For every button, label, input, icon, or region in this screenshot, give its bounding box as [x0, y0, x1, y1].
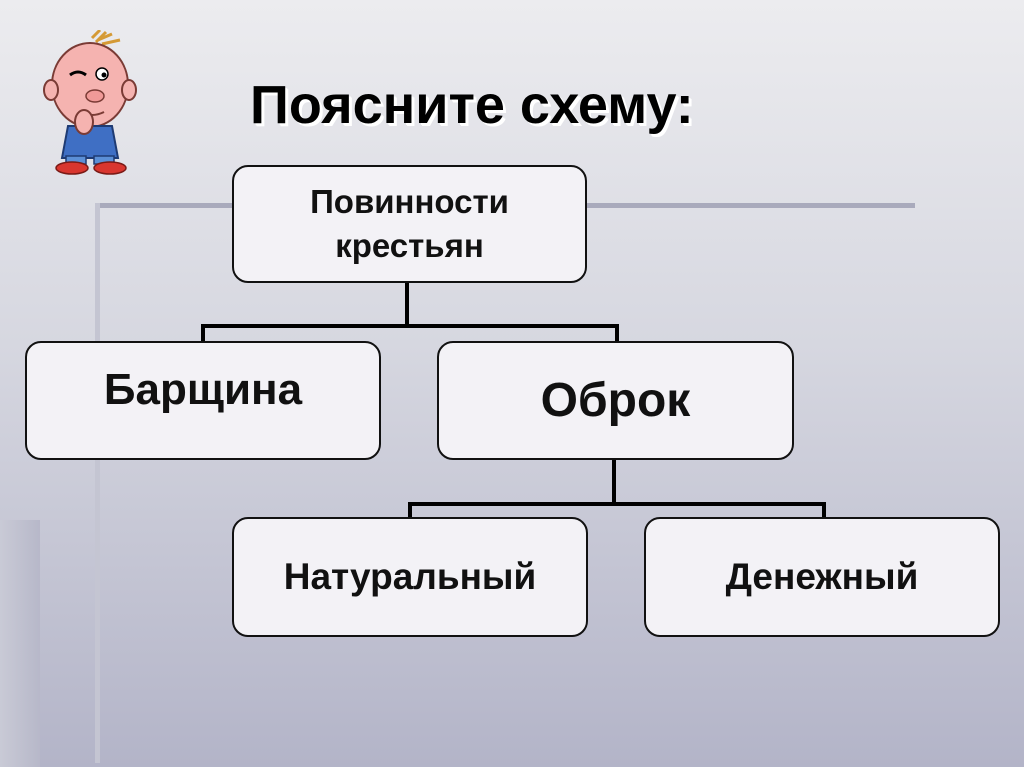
connector-level2-horizontal [408, 502, 826, 506]
node-obrok: Оброк [437, 341, 794, 460]
decorative-stripe-left [0, 520, 40, 767]
connector-obrok-vertical [612, 459, 616, 505]
thinking-boy-icon [40, 30, 140, 175]
node-denezhny: Денежный [644, 517, 1000, 637]
connector-root-vertical [405, 282, 409, 328]
page-title: Поясните схему: [250, 74, 890, 136]
node-denezhny-label: Денежный [726, 556, 919, 598]
decorative-frame-left [95, 203, 100, 763]
node-naturalny: Натуральный [232, 517, 588, 637]
connector-level1-horizontal [201, 324, 619, 328]
node-root-povinnosti: Повинности крестьян [232, 165, 587, 283]
node-barshchina: Барщина [25, 341, 381, 460]
node-naturalny-label: Натуральный [284, 556, 537, 598]
node-obrok-label: Оброк [541, 373, 691, 428]
node-root-label: Повинности крестьян [274, 180, 545, 268]
node-barshchina-label: Барщина [104, 365, 302, 415]
